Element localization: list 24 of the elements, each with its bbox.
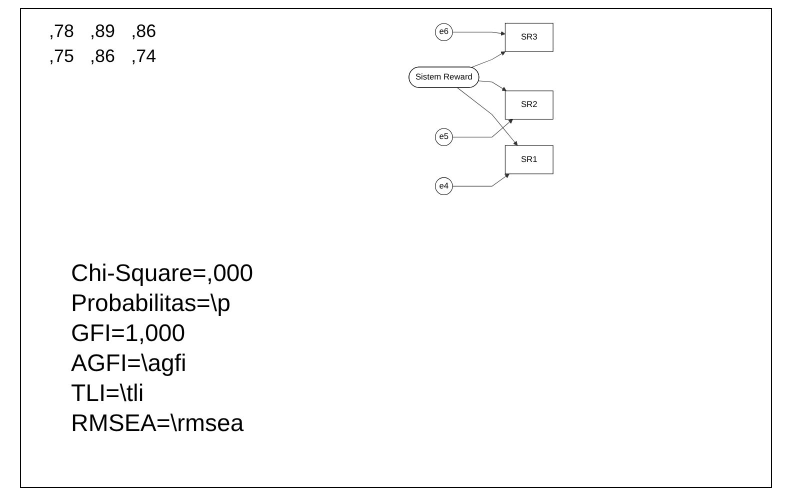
estimate-value: ,74 xyxy=(131,46,156,67)
arrow xyxy=(470,51,506,68)
fit-statistic: TLI=\tli xyxy=(71,379,145,409)
estimate-value: ,89 xyxy=(90,21,116,42)
fit-statistic: Chi-Square=,000 xyxy=(71,259,254,289)
fit-statistic: Probabilitas=\p xyxy=(71,289,232,319)
arrow xyxy=(452,119,513,138)
arrow xyxy=(478,80,507,92)
node-circle: e4 xyxy=(435,177,453,196)
estimate-value: ,75 xyxy=(49,46,74,67)
node-box: SR1 xyxy=(504,145,554,174)
estimate-value: ,86 xyxy=(131,21,156,42)
node-circle: e5 xyxy=(435,128,453,146)
node-circle: e6 xyxy=(435,23,453,41)
arrow xyxy=(457,88,518,146)
arrow xyxy=(452,31,506,36)
arrow xyxy=(452,174,510,186)
estimate-value: ,86 xyxy=(90,46,116,67)
fit-statistic: AGFI=\agfi xyxy=(71,349,188,379)
fit-statistic: GFI=1,000 xyxy=(71,319,186,349)
node-box: SR2 xyxy=(504,90,554,120)
fit-statistic: RMSEA=\rmsea xyxy=(71,409,245,439)
node-box: SR3 xyxy=(504,22,554,52)
estimate-value: ,78 xyxy=(49,21,74,42)
